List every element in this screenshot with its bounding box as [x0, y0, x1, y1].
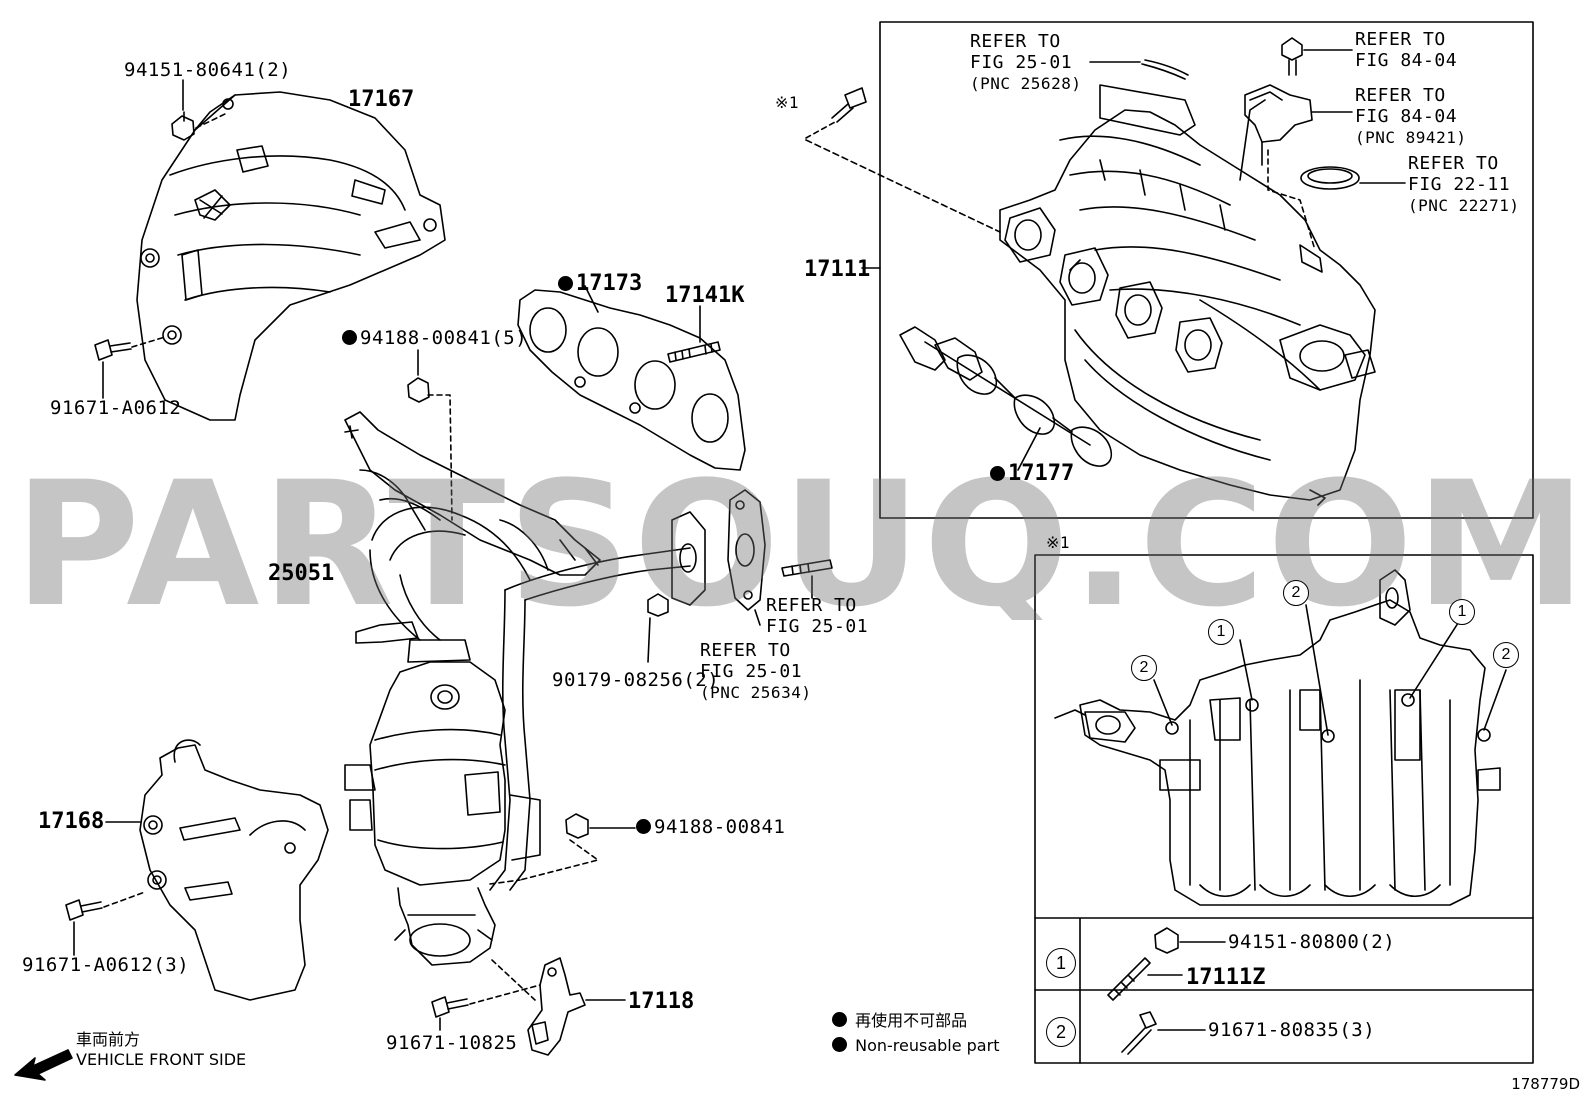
callout-2-table: 2 [1046, 1017, 1076, 1047]
exhaust-manifold-gasket [517, 289, 746, 471]
note-mark-bolt: ※1 [775, 93, 800, 112]
nut-94188-00841 [565, 813, 589, 839]
exhaust-stud [781, 559, 833, 577]
non-reusable-dot [636, 819, 651, 834]
part-label-25051: 25051 [268, 561, 335, 586]
intake-manifold [999, 84, 1376, 506]
bolt-91671-A0612 [94, 339, 132, 361]
exhaust-manifold-converter [344, 411, 706, 966]
callout-2: 2 [1493, 642, 1519, 668]
non-reusable-dot [990, 466, 1005, 481]
non-reusable-dot [832, 1037, 847, 1052]
legend-item-jp: 再使用不可部品 [832, 1011, 967, 1031]
part-label-17111: 17111 [804, 257, 871, 282]
part-label-17111Z: 17111Z [1186, 965, 1266, 990]
part-label-94151-80641: 94151-80641(2) [124, 59, 292, 81]
nut-94188-00841-5 [407, 377, 430, 403]
nut-94151-80641 [171, 111, 195, 141]
intake-gasket-strip [1141, 59, 1189, 80]
callout-1: 1 [1449, 599, 1475, 625]
sensor-bolt [1281, 37, 1303, 76]
part-label-17173: 17173 [558, 272, 642, 296]
part-label-91671-A0612: 91671-A0612 [50, 397, 182, 419]
heat-insulator-upper [136, 91, 446, 421]
part-label-94151-80800: 94151-80800(2) [1228, 931, 1396, 953]
intake-manifold-detail [1054, 569, 1507, 906]
heat-insulator-lower [139, 739, 329, 1001]
figure-number: 178779D [1511, 1075, 1580, 1093]
intake-pressure-sensor [1244, 84, 1313, 166]
part-label-17118: 17118 [628, 989, 695, 1014]
callout-2: 2 [1131, 655, 1157, 681]
intake-bolt-note1 [831, 87, 867, 123]
watermark: PARTSOUQ.COM [14, 470, 1574, 620]
vehicle-front-arrow [14, 1049, 73, 1081]
bolt-91671-A0612-3 [65, 899, 103, 921]
callout-1: 1 [1208, 619, 1234, 645]
non-reusable-dot [342, 330, 357, 345]
bolt-91671-10825 [431, 996, 469, 1018]
intake-manifold-frame [879, 21, 1534, 519]
non-reusable-dot [832, 1012, 847, 1027]
part-label-91671-A0612-3: 91671-A0612(3) [22, 954, 190, 976]
callout-1-table: 1 [1046, 948, 1076, 978]
part-label-91671-10825: 91671-10825 [386, 1032, 518, 1054]
vehicle-front-jp: 車両前方 [76, 1030, 141, 1049]
part-label-94188-00841: 94188-00841 [636, 817, 785, 838]
callout-2: 2 [1283, 580, 1309, 606]
vehicle-front-en: VEHICLE FRONT SIDE [76, 1050, 247, 1069]
non-reusable-dot [558, 276, 573, 291]
part-label-17167: 17167 [348, 87, 415, 112]
bolt-91671-80835 [1121, 1011, 1157, 1055]
intake-gasket-ring [1300, 166, 1360, 190]
stud-bolt-17111Z [1107, 957, 1151, 1001]
part-label-17141K: 17141K [665, 283, 745, 308]
note-mark-detail: ※1 [1046, 533, 1071, 552]
stud-17141K [667, 341, 721, 363]
detail-frame [1034, 554, 1534, 1064]
nut-90179-08256 [647, 593, 669, 617]
part-label-90179-08256: 90179-08256(2) [552, 669, 720, 691]
part-label-91671-80835: 91671-80835(3) [1208, 1019, 1376, 1041]
part-label-17168: 17168 [38, 809, 105, 834]
part-label-17177: 17177 [990, 462, 1074, 486]
intake-manifold-gasket [899, 326, 1112, 467]
exhaust-pipe-gasket [727, 489, 766, 611]
legend-item-en: Non-reusable part [832, 1036, 999, 1056]
nut-94151-80800 [1154, 927, 1179, 954]
manifold-stay-bracket [527, 957, 586, 1056]
part-label-94188-00841-5: 94188-00841(5) [342, 328, 527, 349]
